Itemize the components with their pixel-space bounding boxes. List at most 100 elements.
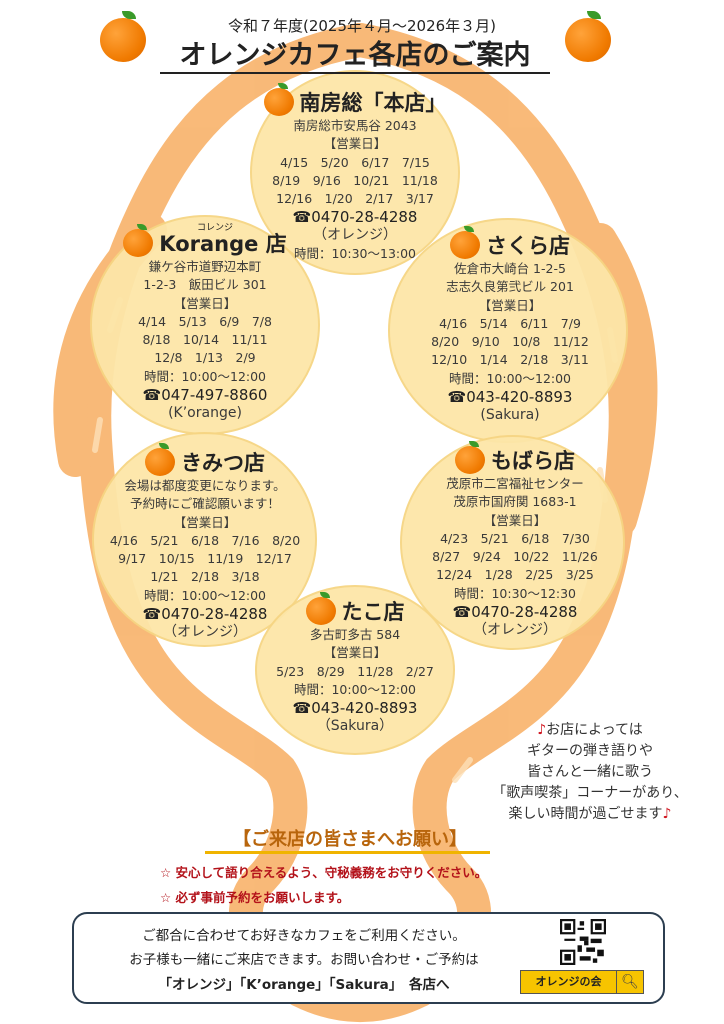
store-address: 志志久良第弐ビル 201 (446, 279, 574, 295)
store-sakura: さくら店佐倉市大崎台 1-2-5 志志久良第弐ビル 201 【営業日】 4/16 5/… (380, 226, 640, 424)
orange-fruit-icon (145, 443, 175, 476)
note-text: ギターの弾き語りや (527, 743, 653, 759)
business-hours: 時間：10:00〜12:00 (293, 681, 417, 697)
business-days-row: 8/19 9/16 10/21 11/18 (272, 172, 438, 188)
music-note-icon: ♪ (537, 722, 547, 738)
note-text: 楽しい時間が過ごせます (508, 806, 663, 822)
page-title: オレンジカフェ各店のご案内 (160, 40, 550, 74)
store-name: さくら店 (486, 234, 570, 258)
business-days-label: 【営業日】 (323, 645, 387, 661)
orange-fruit-icon (123, 224, 154, 257)
business-days-row: 4/23 5/21 6/18 7/30 (440, 530, 590, 546)
search-orange-no-kai-button[interactable]: オレンジの会 🔍︎ (520, 970, 644, 994)
phone-number: 047-497-8860 (161, 386, 268, 405)
store-address: 佐倉市大崎台 1-2-5 (454, 261, 566, 276)
store-address: 多古町多古 584 (309, 627, 401, 642)
phone-number: 0470-28-4288 (311, 208, 418, 227)
fiscal-year-subtitle: 令和７年度(2025年４月〜2026年３月) (227, 17, 497, 35)
contact-name: (Sakura) (480, 407, 540, 424)
store-kimitsu: きみつ店会場は都度変更になります。予約時にご確認願います！【営業日】4/16 5… (75, 443, 335, 641)
contact-name: （オレンジ） (313, 227, 397, 244)
request-item: ☆ 必ず事前予約をお願いします。 (160, 890, 350, 905)
note-line: 皆さんと一緒に歌う (470, 762, 710, 783)
store-name: もばら店 (491, 449, 575, 473)
business-days-label: 【営業日】 (323, 136, 387, 152)
store-mobara: もばら店茂原市二宮福祉センター茂原市国府関 1683-1 【営業日】 4/23 5/… (385, 441, 645, 639)
store-phone[interactable]: ☎0470-28-4288 (225, 208, 485, 226)
store-circle-sakura (388, 218, 628, 443)
store-phone[interactable]: ☎0470-28-4288 (75, 605, 335, 623)
store-circle-tako (255, 585, 455, 755)
note-line: ギターの弾き語りや (470, 741, 710, 762)
business-hours: 時間：10:30〜12:30 (453, 585, 577, 601)
business-hours: 時間：10:30〜13:00 (293, 245, 417, 261)
phone-icon: ☎ (452, 603, 472, 622)
phone-number: 043-420-8893 (466, 388, 573, 407)
magnifier-icon: 🔍︎ (621, 974, 639, 990)
store-phone[interactable]: ☎043-420-8893 (225, 699, 485, 717)
store-heading: 南房総「本店」 (225, 83, 485, 117)
business-days-row: 4/15 5/20 6/17 7/15 (280, 154, 430, 170)
business-days-label: 【営業日】 (173, 514, 237, 530)
store-phone[interactable]: ☎0470-28-4288 (385, 603, 645, 621)
note-text: お店によっては (546, 722, 643, 738)
phone-icon: ☎ (142, 605, 162, 624)
music-note-icon: ♪ (662, 806, 672, 822)
store-name-ruby: コレンジ (196, 223, 233, 233)
store-heading: きみつ店 (75, 443, 335, 477)
business-days-row: 4/16 5/21 6/18 7/16 8/20 (109, 532, 301, 548)
qr-code[interactable] (560, 919, 606, 965)
request-item: ☆ 安心して語り合えるよう、守秘義務をお守りください。 (160, 865, 488, 880)
store-honten: 南房総「本店」南房総市安馬谷 2043【営業日】4/15 5/20 6/17 7… (225, 83, 485, 263)
note-line: ♪お店によっては (470, 720, 710, 741)
phone-icon: ☎ (142, 386, 162, 405)
singing-cafe-note: ♪お店によってはギターの弾き語りや皆さんと一緒に歌う「歌声喫茶」コーナーがあり、… (470, 720, 710, 825)
business-days-row: 5/23 8/29 11/28 2/27 (276, 663, 434, 679)
note-text: 「歌声喫茶」コーナーがあり、 (492, 785, 688, 801)
contact-name: （オレンジ） (163, 624, 247, 641)
business-days-row: 8/18 10/14 11/11 (142, 332, 268, 348)
store-address: 1-2-3 飯田ビル 301 (143, 277, 267, 293)
business-hours: 時間：10:00〜12:00 (143, 587, 267, 603)
business-days-row: 1/21 2/18 3/18 (150, 569, 260, 585)
footer-line: ご都合に合わせてお好きなカフェをご利用ください。 (142, 928, 466, 944)
business-days-label: 【営業日】 (173, 295, 237, 311)
store-phone[interactable]: ☎047-497-8860 (75, 386, 335, 404)
store-address: 会場は都度変更になります。 (124, 478, 286, 493)
business-days-row: 4/16 5/14 6/11 7/9 (439, 315, 581, 331)
store-address: 茂原市国府関 1683-1 (453, 494, 577, 510)
contact-name: (K’orange) (168, 405, 242, 422)
store-heading: もばら店 (385, 441, 645, 475)
footer-line: 「オレンジ」「K’orange」「Sakura」 各店へ (158, 977, 450, 993)
business-days-row: 12/24 1/28 2/25 3/25 (436, 567, 594, 583)
phone-icon: ☎ (447, 388, 467, 407)
phone-icon: ☎ (292, 699, 312, 718)
contact-info-box: ご都合に合わせてお好きなカフェをご利用ください。 お子様も一緒にご来店できます。… (72, 912, 665, 1004)
business-hours: 時間：10:00〜12:00 (143, 368, 267, 384)
business-days-label: 【営業日】 (483, 512, 547, 528)
orange-fruit-icon (100, 11, 146, 62)
business-days-row: 9/17 10/15 11/19 12/17 (118, 551, 292, 567)
business-days-row: 12/8 1/13 2/9 (154, 350, 256, 366)
note-text: 皆さんと一緒に歌う (527, 764, 653, 780)
business-hours: 時間：10:00〜12:00 (448, 370, 572, 386)
footer-line: お子様も一緒にご来店できます。お問い合わせ・ご予約は (129, 952, 479, 968)
phone-number: 0470-28-4288 (161, 605, 268, 624)
store-address: 茂原市二宮福祉センター (446, 476, 584, 491)
store-name: Korange 店 (159, 232, 287, 256)
business-days-row: 12/16 1/20 2/17 3/17 (276, 191, 434, 207)
contact-name: （オレンジ） (473, 622, 557, 639)
business-days-row: 8/27 9/24 10/22 11/26 (432, 549, 598, 565)
business-days-row: 4/14 5/13 6/9 7/8 (138, 313, 272, 329)
business-days-label: 【営業日】 (478, 297, 542, 313)
orange-fruit-icon (455, 441, 485, 474)
store-address: 鎌ケ谷市道野辺本町 (148, 259, 262, 274)
store-heading: Korange 店コレンジ (75, 223, 335, 258)
business-days-row: 12/10 1/14 2/18 3/11 (431, 352, 589, 368)
store-phone[interactable]: ☎043-420-8893 (380, 388, 640, 406)
store-name: 南房総「本店」 (299, 91, 447, 115)
search-button-label: オレンジの会 (521, 971, 617, 993)
store-circle-kimitsu (92, 432, 317, 647)
phone-number: 0470-28-4288 (471, 603, 578, 622)
